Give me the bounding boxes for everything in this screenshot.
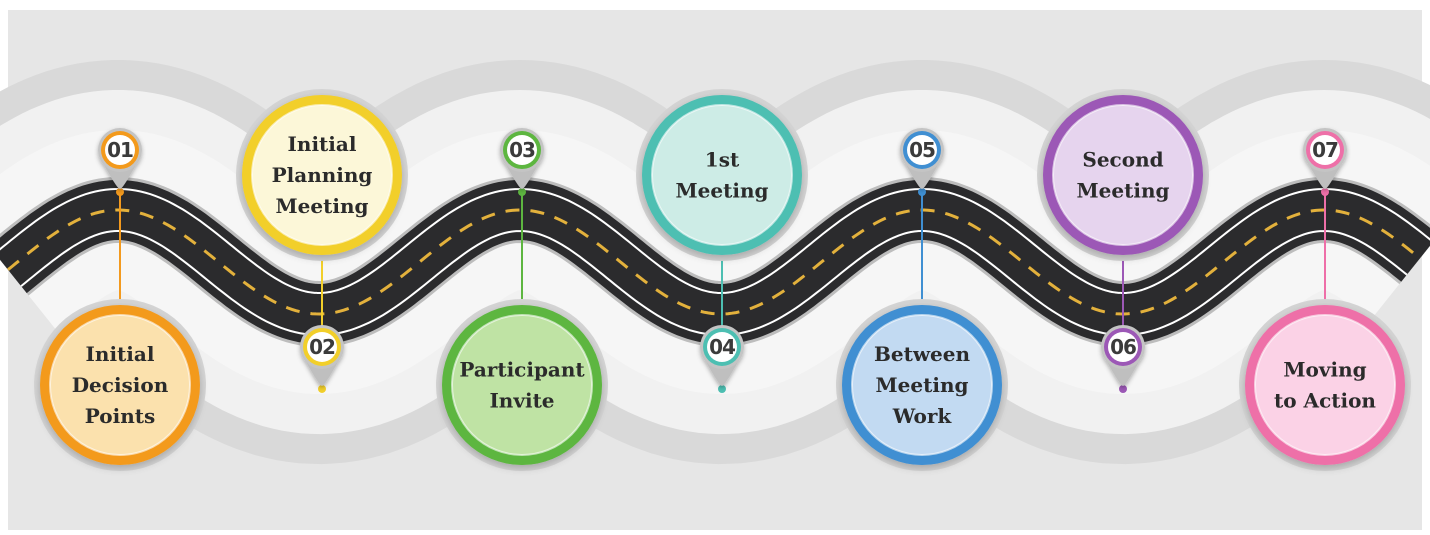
milestone-label-line: Second [1082,148,1163,172]
milestone-label-line: Invite [489,389,554,413]
pin-03: 03 [500,128,544,189]
pin-number: 04 [709,335,735,359]
milestone-label-line: Initial [86,342,155,366]
pin-06: 06 [1101,325,1145,386]
pin-07: 07 [1303,128,1347,189]
pin-head-face [307,331,337,362]
connector-dot [718,384,726,393]
connector-dot [1119,385,1127,393]
milestone-label-line: Work [892,404,953,428]
milestone-label-line: Decision [72,373,169,397]
pin-head-face [907,135,937,165]
pin-head-face [1310,135,1340,166]
pin-number: 02 [309,335,335,359]
pin-02: 02 [300,324,344,386]
milestone-face [252,105,392,245]
connector-dot [918,188,926,196]
milestone-face [652,105,792,245]
lane-marking [7,208,1421,316]
milestone-face [50,315,190,455]
connectors [116,188,1329,393]
milestone-face-edge [1052,104,1194,246]
milestone-label-line: Points [85,404,155,428]
milestone-label-line: Meeting [1077,179,1170,203]
pin-05: 05 [900,128,944,189]
connector-dot [1321,188,1329,197]
road [0,59,1430,465]
milestone-label-line: to Action [1274,389,1376,413]
connector-dot [518,188,526,197]
pin-head-face [707,331,737,362]
pin-04: 04 [700,324,744,386]
milestone-pins: 01 02 03 04 05 06 07 [98,128,1347,386]
milestone-face [1255,315,1395,455]
milestone-face-edge [651,104,793,246]
milestone-label-line: Initial [288,132,357,156]
pin-number: 05 [909,138,935,162]
pin-number: 03 [509,138,535,162]
milestone-label-line: Meeting [276,194,369,218]
milestone-face-edge [251,104,393,246]
milestone-face-edge [1254,314,1396,456]
milestone-label-line: Moving [1283,358,1366,382]
milestone-face-edge [49,314,191,456]
connector-dot [116,188,124,197]
milestone-label-line: Meeting [876,373,969,397]
pin-number: 07 [1312,138,1338,162]
milestone-face [852,315,992,455]
milestone-face-edge [851,314,993,456]
milestone-label-line: Planning [272,163,373,187]
pin-head-face [507,135,537,166]
pin-number: 06 [1110,335,1136,359]
milestone-label-line: Between [874,342,971,366]
pin-head-face [1108,332,1138,362]
milestone-label-line: 1st [705,148,740,172]
pin-head-face [105,135,135,166]
milestone-label-line: Meeting [676,179,769,203]
milestone-07: Moving to Action [1239,299,1411,471]
pin-01: 01 [98,128,142,189]
milestone-face-edge [451,314,593,456]
milestone-label-line: Participant [459,358,585,382]
connector-dot [318,384,326,393]
milestone-face [1053,105,1193,245]
pin-number: 01 [107,138,133,162]
milestone-face [452,315,592,455]
milestone-circles: InitialDecisionPointsInitialPlanningMeet… [34,89,1411,471]
